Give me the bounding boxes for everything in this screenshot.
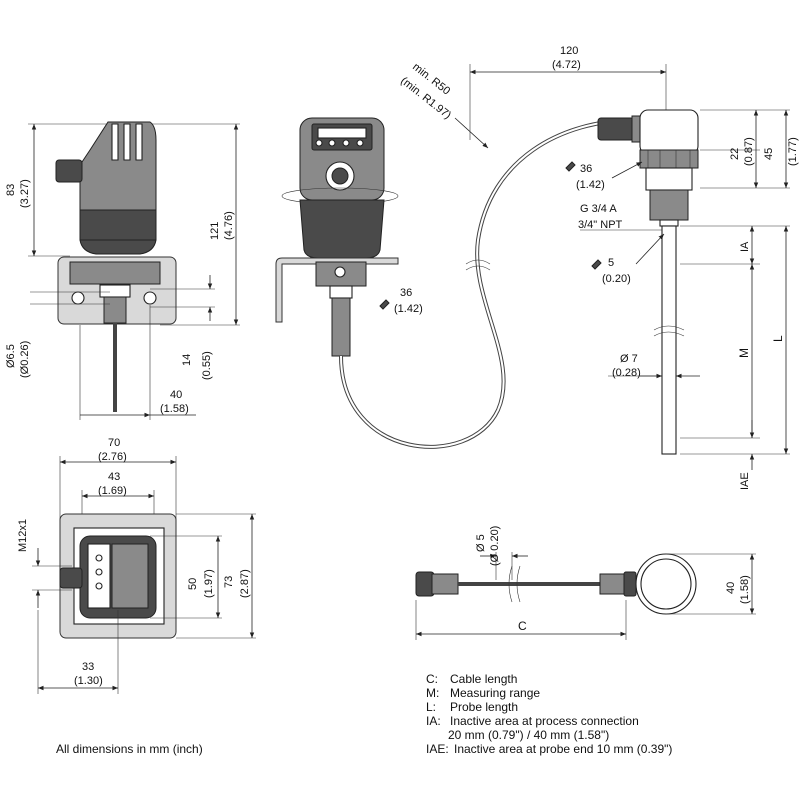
dim-120-inch: (4.72) [552,59,581,71]
wrench-36b-inch: (1.42) [576,179,605,191]
dim-45-inch: (1.77) [787,137,799,166]
dim-45: 45 [763,148,775,160]
side-view-housing [28,121,240,420]
legend-text-l: Probe length [450,700,518,714]
dim-70: 70 [108,437,120,449]
dim-50-inch: (1.97) [203,569,215,598]
legend-key-l: L: [426,700,436,714]
dim-73-inch: (2.87) [239,569,251,598]
wrench-icon [379,299,390,310]
dim-33: 33 [82,661,94,673]
legend-key-ia: IA: [426,714,441,728]
dim-5-inch: (Ø 0.20) [489,526,501,566]
legend-text-ia2: 20 mm (0.79") / 40 mm (1.58") [448,728,609,742]
legend-text-m: Measuring range [450,686,540,700]
legend-key-m: M: [426,686,439,700]
wrench-36b: 36 [580,163,592,175]
dim-6-5: Ø6.5 [5,344,17,368]
dim-14: 14 [181,354,193,366]
dim-40b-inch: (1.58) [739,575,751,604]
dim-5: Ø 5 [475,534,487,552]
legend-text-c: Cable length [450,672,517,686]
wrench-36a-inch: (1.42) [394,303,423,315]
dim-m12: M12x1 [17,519,29,552]
legend-text-iae: Inactive area at probe end 10 mm (0.39") [454,742,672,756]
dim-22: 22 [729,148,741,160]
cable-assembly [415,552,756,640]
thread-npt: 3/4" NPT [578,219,623,231]
dim-m: M [737,348,751,358]
footnote: All dimensions in mm (inch) [56,742,203,756]
dim-7: Ø 7 [620,353,638,365]
wrench-5-inch: (0.20) [602,273,631,285]
dim-l: L [771,335,785,342]
legend-text-ia: Inactive area at process connection [450,714,639,728]
dim-121: 121 [209,222,221,240]
legend-key-iae: IAE: [426,742,449,756]
dim-14-inch: (0.55) [201,351,213,380]
dim-40a: 40 [170,389,182,401]
wrench-icon [565,161,576,172]
dim-73: 73 [223,576,235,588]
wrench-icon [591,259,602,270]
dim-43: 43 [108,471,120,483]
dim-120: 120 [560,45,578,57]
cable-loop [339,118,637,449]
legend: C: Cable length M: Measuring range L: Pr… [426,672,672,756]
dim-6-5-inch: (Ø0.26) [19,341,31,378]
dim-40a-inch: (1.58) [160,403,189,415]
dim-83-inch: (3.27) [19,179,31,208]
dim-83: 83 [5,184,17,196]
dim-121-inch: (4.76) [223,211,235,240]
dim-33-inch: (1.30) [74,675,103,687]
dim-50: 50 [187,578,199,590]
front-view-housing [275,117,399,357]
dim-iae: IAE [739,472,751,490]
probe-view [469,64,790,470]
dim-40b: 40 [725,582,737,594]
legend-key-c: C: [426,672,438,686]
dim-70-inch: (2.76) [98,451,127,463]
wrench-36a: 36 [400,287,412,299]
dim-43-inch: (1.69) [98,485,127,497]
dim-c: C [518,619,527,633]
wrench-5: 5 [608,257,614,269]
thread-g34: G 3/4 A [580,203,617,215]
top-view-housing [32,456,256,694]
dim-ia: IA [739,241,751,252]
dim-22-inch: (0.87) [743,137,755,166]
dim-7-inch: (0.28) [612,367,641,379]
